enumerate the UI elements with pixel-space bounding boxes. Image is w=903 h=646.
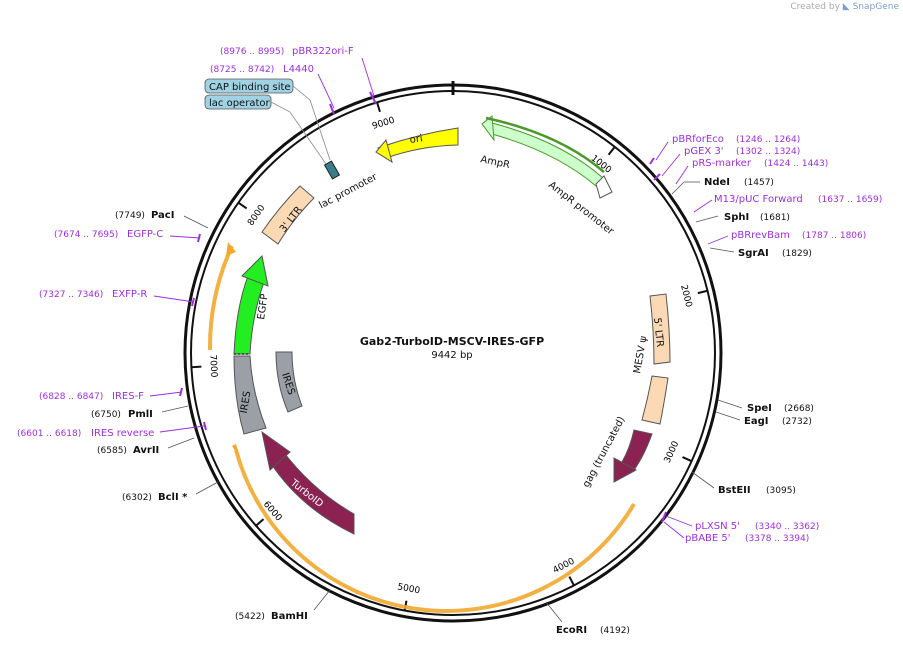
primer-pgex3-name[interactable]: pGEX 3' <box>684 146 724 157</box>
site-ndei-pos: (1457) <box>744 178 774 188</box>
primer-ires-reverse-name[interactable]: IRES reverse <box>91 428 154 439</box>
label-lac-promoter: lac promoter <box>317 171 379 211</box>
label-egfp: EGFP <box>256 293 270 320</box>
feature-ires-outer[interactable] <box>233 355 267 435</box>
primer-plxsn5-range: (3340 .. 3362) <box>755 522 819 532</box>
feature-mesv-psi[interactable] <box>641 375 669 425</box>
snapgene-logo-icon: ◣ <box>842 2 850 12</box>
primer-pbrrevbam-range: (1787 .. 1806) <box>802 231 866 241</box>
plasmid-length: 9442 bp <box>431 350 472 361</box>
site-pmli-name[interactable]: PmlI <box>128 409 153 420</box>
feature-3-ltr[interactable] <box>261 185 315 245</box>
site-bcli-name[interactable]: BclI * <box>158 492 188 503</box>
site-avrii-name[interactable]: AvrII <box>133 445 159 456</box>
primer-ires-f-range: (6828 .. 6847) <box>39 392 103 402</box>
tick-7000 <box>191 365 202 369</box>
primer-exfp-r-name[interactable]: EXFP-R <box>112 289 147 300</box>
feature-ampr-promoter[interactable] <box>595 175 613 199</box>
label-5-ltr: 5' LTR <box>651 317 665 348</box>
site-bcli-pos: (6302) <box>122 493 152 503</box>
primer-pbr322ori-f-name[interactable]: pBR322ori-F <box>292 46 354 57</box>
tick-label-7000: 7000 <box>207 354 218 378</box>
site-bamhi-name[interactable]: BamHI <box>271 611 308 622</box>
plasmid-name: Gab2-TurboID-MSCV-IRES-GFP <box>360 335 544 348</box>
tick-2000 <box>697 289 708 295</box>
site-pmli-pos: (6750) <box>91 410 121 420</box>
site-bamhi-pos: (5422) <box>235 612 265 622</box>
orange-arc-left-arrow <box>226 242 236 256</box>
tick-1000 <box>607 146 616 156</box>
site-sgrai-name[interactable]: SgrAI <box>738 248 769 259</box>
primer-pbabe5-name[interactable]: pBABE 5' <box>685 533 731 544</box>
tick-label-8000: 8000 <box>246 203 267 228</box>
primer-exfp-r-range: (7327 .. 7346) <box>39 290 103 300</box>
site-ecori-pos: (4192) <box>600 626 630 636</box>
site-sgrai-pos: (1829) <box>782 249 812 259</box>
feature-ires-inner[interactable] <box>275 351 303 413</box>
primer-pgex3-range: (1302 .. 1324) <box>736 147 800 157</box>
orange-arc-bottom[interactable] <box>234 449 636 613</box>
site-sphi-name[interactable]: SphI <box>724 212 749 223</box>
primer-plxsn5-name[interactable]: pLXSN 5' <box>695 521 740 532</box>
site-sphi-pos: (1681) <box>760 213 790 223</box>
site-paci-pos: (7749) <box>115 211 145 221</box>
label-cap-binding-site: CAP binding site <box>209 82 291 93</box>
tick-4000 <box>568 576 575 586</box>
label-ampr: AmpR <box>479 154 511 171</box>
feature-turboid[interactable] <box>261 430 355 535</box>
primer-egfp-c-name[interactable]: EGFP-C <box>127 229 163 240</box>
site-spei-name[interactable]: SpeI <box>747 403 772 414</box>
site-bsteii-pos: (3095) <box>766 486 796 496</box>
snapgene-credit: Created by ◣ SnapGene <box>790 2 899 12</box>
tick-label-9000: 9000 <box>371 116 396 132</box>
site-spei-pos: (2668) <box>784 404 814 414</box>
primer-prs-marker-name[interactable]: pRS-marker <box>692 158 752 169</box>
primer-l4440-name[interactable]: L4440 <box>283 64 314 75</box>
primer-prs-marker-range: (1424 .. 1443) <box>764 159 828 169</box>
primer-pbrforeco-name[interactable]: pBRforEco <box>672 134 724 145</box>
tick-label-3000: 3000 <box>663 440 682 465</box>
site-ecori-name[interactable]: EcoRI <box>556 625 587 636</box>
primers: (8976 .. 8995) pBR322ori-F (8725 .. 8742… <box>17 46 882 544</box>
tick-9000 <box>376 101 381 113</box>
site-avrii-pos: (6585) <box>97 446 127 456</box>
site-eagi-pos: (2732) <box>782 417 812 427</box>
primer-l4440-range: (8725 .. 8742) <box>210 65 274 75</box>
site-ndei-name[interactable]: NdeI <box>704 177 730 188</box>
primer-ires-reverse-range: (6601 .. 6618) <box>17 429 81 439</box>
tick-label-5000: 5000 <box>396 582 421 596</box>
primer-pbr322ori-f-range: (8976 .. 8995) <box>220 47 284 57</box>
label-lac-operator: lac operator <box>209 98 270 109</box>
label-ori: ori <box>409 133 423 146</box>
tick-8000 <box>237 201 248 210</box>
credit-prefix: Created by <box>790 2 840 12</box>
feature-egfp[interactable] <box>233 254 269 355</box>
boxed-feature-labels: CAP binding site lac operator <box>204 78 331 165</box>
tick-label-2000: 2000 <box>678 284 693 309</box>
feature-lac-operator[interactable] <box>323 160 341 180</box>
feature-5-ltr[interactable] <box>649 293 671 365</box>
primer-ires-f-name[interactable]: IRES-F <box>112 391 144 402</box>
primer-pbabe5-range: (3378 .. 3394) <box>745 534 809 544</box>
label-mesv-psi: MESV ψ <box>632 335 649 375</box>
feature-gag[interactable] <box>613 429 653 483</box>
site-eagi-name[interactable]: EagI <box>744 416 768 427</box>
credit-brand: SnapGene <box>852 2 899 12</box>
restriction-sites: NdeI (1457) SphI (1681) SgrAI (1829) Spe… <box>91 177 814 636</box>
primer-pbrrevbam-name[interactable]: pBRrevBam <box>731 230 790 241</box>
primer-m13-name[interactable]: M13/pUC Forward <box>714 194 803 205</box>
tick-3000 <box>682 456 693 463</box>
orange-arc-left[interactable] <box>207 245 234 351</box>
primer-egfp-c-range: (7674 .. 7695) <box>54 230 118 240</box>
feature-ori[interactable] <box>375 127 459 164</box>
site-paci-name[interactable]: PacI <box>151 210 174 221</box>
primer-m13-range: (1637 .. 1659) <box>818 195 882 205</box>
primer-pbrforeco-range: (1246 .. 1264) <box>736 135 800 145</box>
tick-label-4000: 4000 <box>552 556 577 576</box>
tick-6000 <box>255 518 265 527</box>
orange-arc-bottom-arrow <box>232 444 240 458</box>
site-bsteii-name[interactable]: BstEII <box>718 485 751 496</box>
label-ires-outer: IRES <box>239 390 254 414</box>
